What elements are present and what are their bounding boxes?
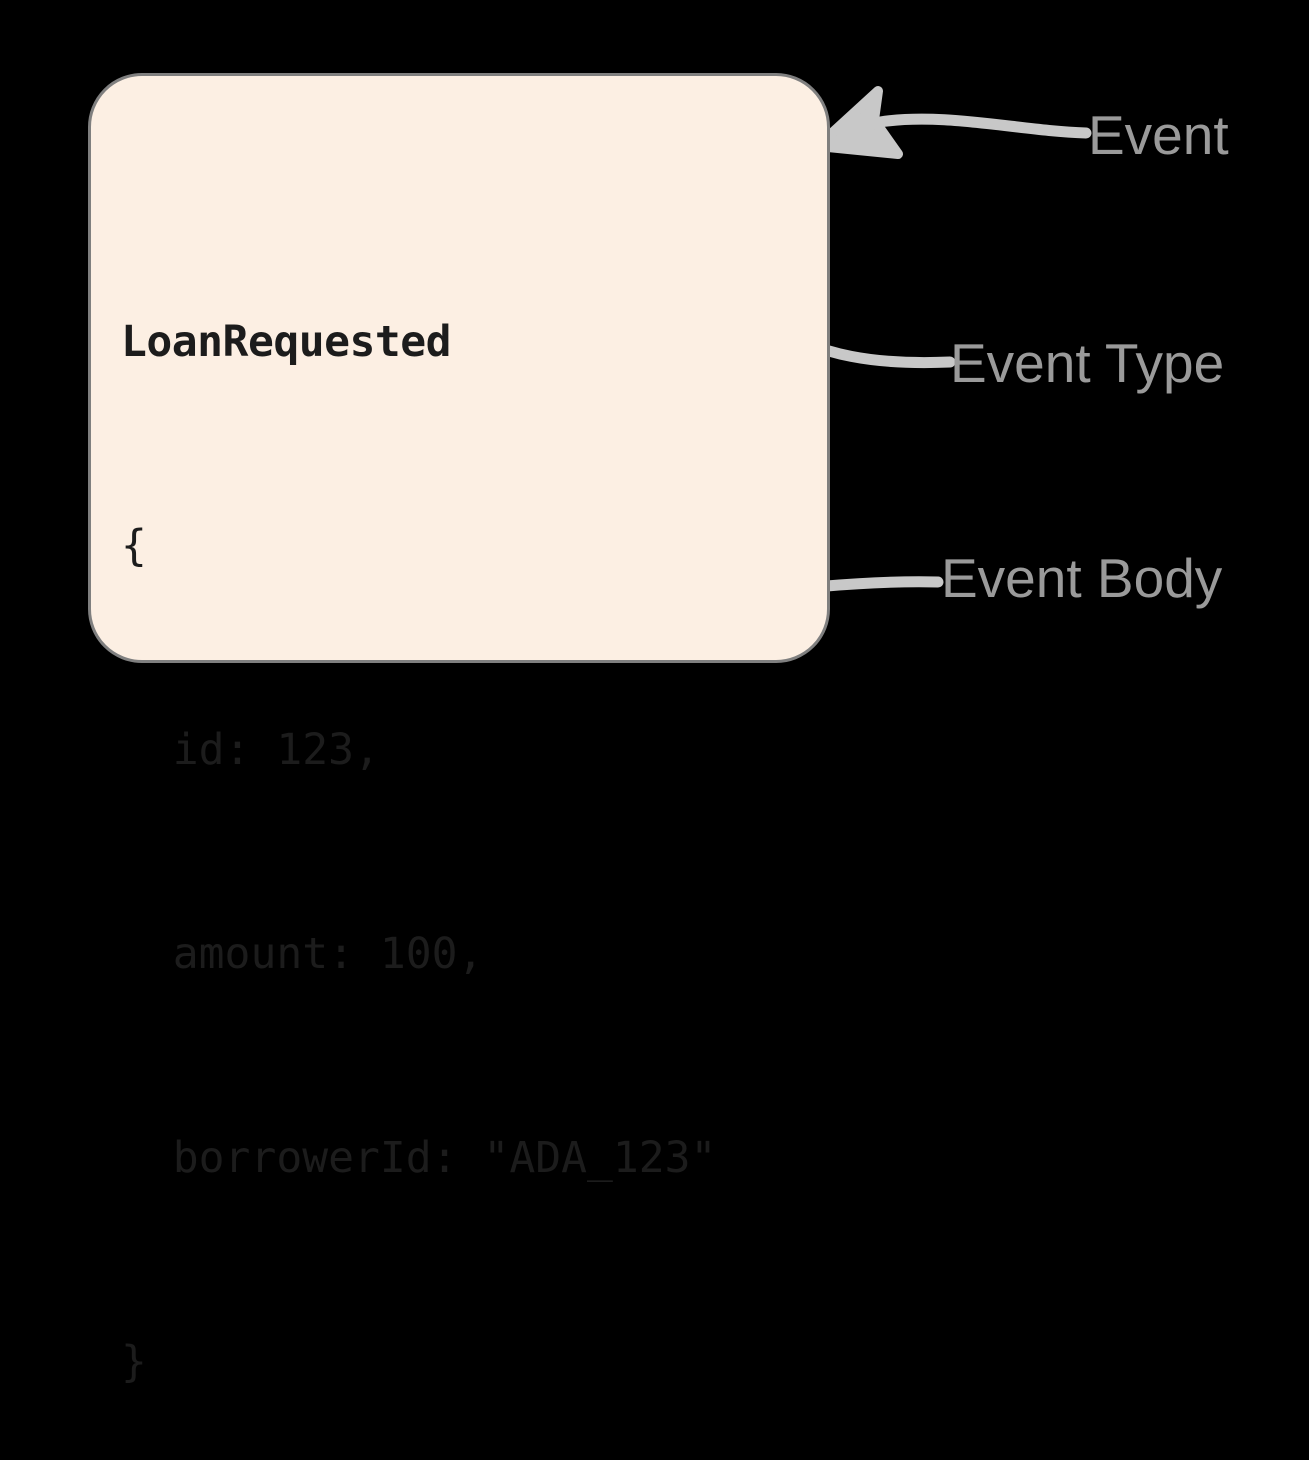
event-type-name: LoanRequested (121, 317, 452, 367)
event-card: LoanRequested { id: 123, amount: 100, bo… (88, 73, 830, 1387)
event-card-code: LoanRequested { id: 123, amount: 100, bo… (121, 172, 716, 1460)
arrow-event (813, 86, 1092, 159)
annotation-label-event: Event (1088, 104, 1229, 166)
event-body-line-open-brace: { (121, 521, 147, 571)
event-body-line-amount: amount: 100, (121, 929, 484, 979)
event-body-line-close-brace: } (121, 1337, 147, 1387)
event-body-line-borrower-id: borrowerId: "ADA_123" (121, 1133, 717, 1183)
annotation-label-event-type: Event Type (950, 332, 1225, 394)
annotation-label-event-body: Event Body (941, 547, 1223, 609)
diagram-canvas: LoanRequested { id: 123, amount: 100, bo… (88, 73, 1229, 1387)
event-body-line-id: id: 123, (121, 725, 380, 775)
arrow-event-shaft (874, 113, 1092, 139)
arrow-event-head (813, 86, 903, 159)
